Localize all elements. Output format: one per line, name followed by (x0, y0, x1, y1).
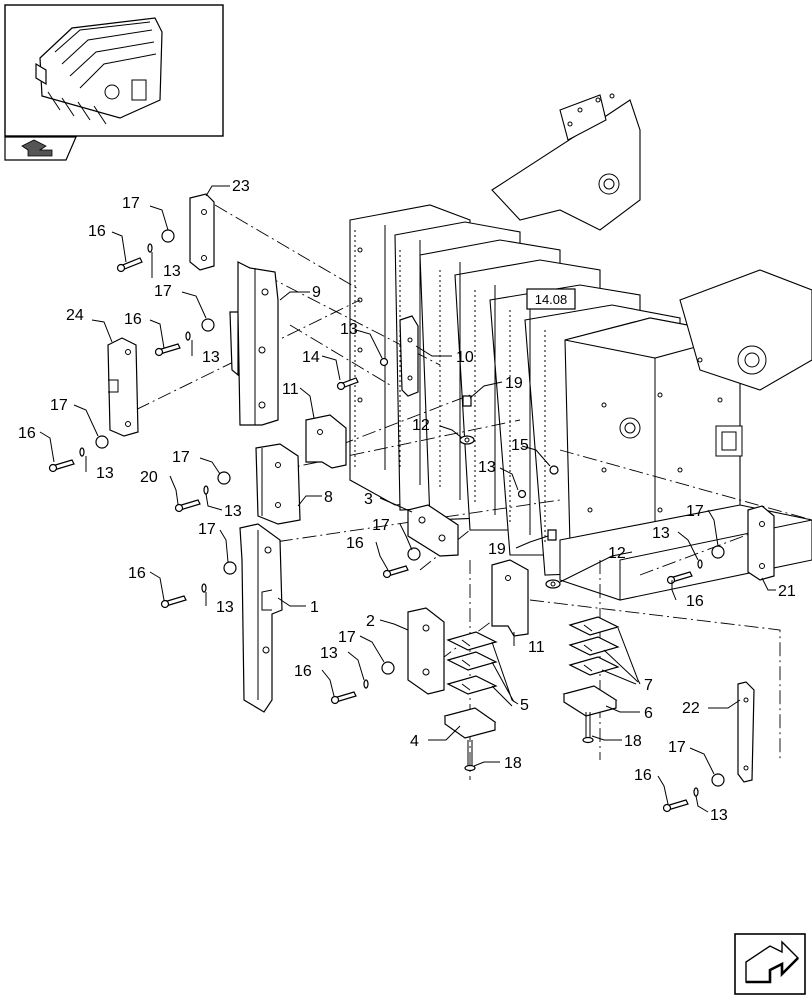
callout-7: 7 (644, 677, 653, 694)
callout-1: 1 (310, 599, 319, 616)
callout-13: 13 (202, 349, 220, 366)
fasteners (48, 229, 725, 813)
callout-12: 12 (412, 417, 430, 434)
callout-17: 17 (686, 503, 704, 520)
previous-page-arrow-icon[interactable] (4, 136, 77, 161)
callout-24: 24 (66, 307, 84, 324)
callout-17: 17 (154, 283, 172, 300)
part-10-bracket[interactable] (399, 315, 419, 397)
callout-13: 13 (224, 503, 242, 520)
callout-17: 17 (338, 629, 356, 646)
callout-22: 22 (682, 700, 700, 717)
callout-23: 23 (232, 178, 250, 195)
callout-19: 19 (505, 375, 523, 392)
part-6-wear-plate[interactable] (562, 685, 618, 717)
next-page-arrow-icon[interactable] (734, 933, 806, 995)
callout-16: 16 (686, 593, 704, 610)
reference-box[interactable]: 14.08 (526, 288, 576, 310)
part-4-wear-plate[interactable] (443, 707, 497, 739)
part-11-plate-upper[interactable] (305, 414, 347, 469)
leader-lines (39, 185, 776, 813)
callout-17: 17 (122, 195, 140, 212)
callout-16: 16 (18, 425, 36, 442)
part-21-bracket[interactable] (747, 505, 775, 581)
callout-11: 11 (282, 381, 299, 398)
callout-20: 20 (140, 469, 158, 486)
part-8-plate[interactable] (255, 443, 301, 525)
callout-16: 16 (88, 223, 106, 240)
assembly-thumbnail-icon (4, 4, 224, 137)
callout-13: 13 (478, 459, 496, 476)
part-1-plate[interactable] (239, 523, 283, 713)
part-24-bracket[interactable] (107, 337, 139, 437)
callout-8: 8 (324, 489, 333, 506)
callout-16: 16 (346, 535, 364, 552)
callout-15: 15 (511, 437, 529, 454)
part-11-plate-lower[interactable] (491, 559, 529, 637)
part-7-shim-stack[interactable] (568, 616, 620, 676)
callout-5: 5 (520, 697, 529, 714)
callout-13: 13 (652, 525, 670, 542)
callout-2: 2 (366, 613, 375, 630)
callout-13: 13 (340, 321, 358, 338)
callout-12: 12 (608, 545, 626, 562)
callout-18: 18 (504, 755, 522, 772)
callout-13: 13 (320, 645, 338, 662)
callout-16: 16 (128, 565, 146, 582)
callout-17: 17 (198, 521, 216, 538)
callout-11: 11 (528, 639, 545, 656)
callout-17: 17 (172, 449, 190, 466)
callout-17: 17 (50, 397, 68, 414)
part-2-pad[interactable] (407, 607, 445, 695)
callout-14: 14 (302, 349, 320, 366)
callout-13: 13 (216, 599, 234, 616)
callout-3: 3 (364, 491, 373, 508)
callout-13: 13 (710, 807, 728, 824)
callout-17: 17 (372, 517, 390, 534)
callout-17: 17 (668, 739, 686, 756)
callout-10: 10 (456, 349, 474, 366)
callout-4: 4 (410, 733, 419, 750)
callout-16: 16 (124, 311, 142, 328)
callout-16: 16 (634, 767, 652, 784)
callout-16: 16 (294, 663, 312, 680)
callout-18: 18 (624, 733, 642, 750)
part-23-bracket[interactable] (189, 193, 215, 271)
reference-box-label: 14.08 (535, 292, 568, 307)
part-9-plate[interactable] (229, 261, 279, 426)
callout-labels: 23 17 16 13 9 24 17 16 13 13 10 14 11 19… (18, 178, 796, 824)
part-3-pad[interactable] (407, 504, 459, 557)
callout-6: 6 (644, 705, 653, 722)
callout-13: 13 (96, 465, 114, 482)
part-22-bracket[interactable] (737, 681, 755, 783)
callout-13: 13 (163, 263, 181, 280)
callout-9: 9 (312, 284, 321, 301)
part-5-shim-stack[interactable] (446, 631, 498, 695)
callout-21: 21 (778, 583, 796, 600)
callout-19: 19 (488, 541, 506, 558)
